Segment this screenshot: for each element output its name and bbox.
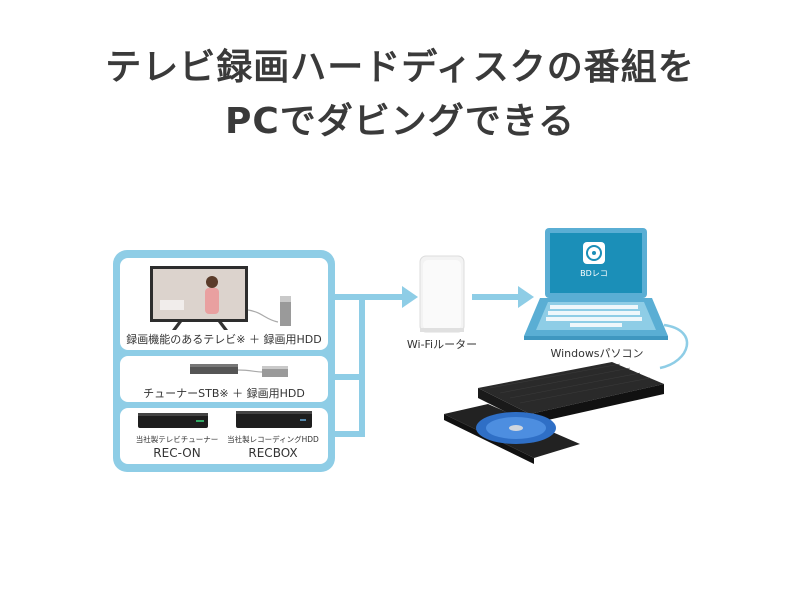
stb-icon <box>190 364 238 374</box>
arrow-to-router <box>402 286 418 308</box>
rec-on-device <box>138 413 208 428</box>
tv-label: 録画機能のあるテレビ※ ＋ 録画用HDD <box>126 333 322 346</box>
optical-drive-icon <box>444 362 664 464</box>
recbox-name: RECBOX <box>248 446 298 460</box>
headline-line-1: テレビ録画ハードディスクの番組を <box>105 47 695 88</box>
pc-screen-app-label: BDレコ <box>580 269 608 278</box>
hdd-icon <box>280 296 291 326</box>
rec-on-caption: 当社製テレビチューナー <box>135 435 219 444</box>
laptop-icon <box>524 228 668 340</box>
arrow-to-pc <box>518 286 534 308</box>
pc-label: Windowsパソコン <box>550 347 644 360</box>
stb-hdd-icon <box>262 366 288 377</box>
stb-label: チューナーSTB※ ＋ 録画用HDD <box>143 387 305 400</box>
tv-icon <box>150 266 248 330</box>
router-icon <box>419 255 465 333</box>
rec-on-name: REC-ON <box>153 446 201 460</box>
recbox-device <box>236 411 312 428</box>
usb-cable <box>659 323 689 370</box>
recbox-caption: 当社製レコーディングHDD <box>227 435 319 444</box>
headline-line-2: PCでダビングできる <box>224 101 576 142</box>
router-label: Wi-Fiルーター <box>406 338 478 351</box>
